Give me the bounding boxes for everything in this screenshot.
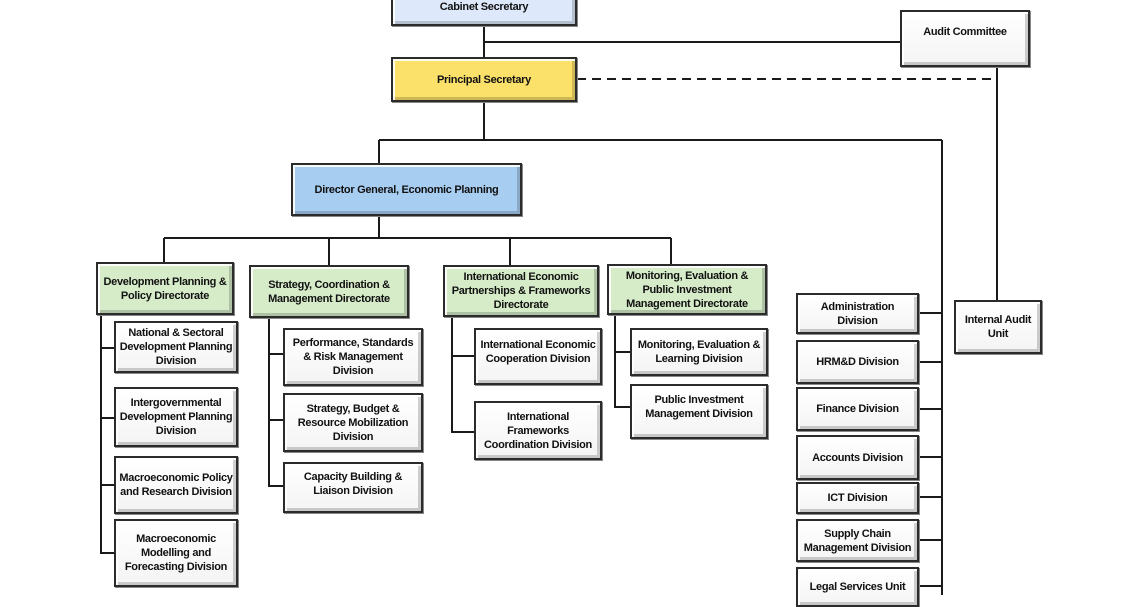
division-label: Strategy, Budget & Resource Mobilization… bbox=[297, 402, 409, 443]
support-unit-box: ICT Division bbox=[796, 482, 919, 514]
directorate-development-planning: Development Planning & Policy Directorat… bbox=[96, 262, 234, 315]
support-unit-box: Supply Chain Management Division bbox=[796, 519, 919, 562]
directorate-monitoring-evaluation: Monitoring, Evaluation & Public Investme… bbox=[607, 264, 767, 315]
directorate-label: Development Planning & Policy Directorat… bbox=[103, 275, 227, 302]
support-unit-box: HRM&D Division bbox=[796, 340, 919, 384]
support-unit-box: Finance Division bbox=[796, 387, 919, 431]
division-box: Macroeconomic Modelling and Forecasting … bbox=[114, 519, 238, 587]
connector-dir4-spine bbox=[614, 314, 631, 408]
division-label: Capacity Building & Liaison Division bbox=[303, 471, 403, 497]
support-unit-box: Accounts Division bbox=[796, 435, 919, 480]
directorate-label: Monitoring, Evaluation & Public Investme… bbox=[625, 269, 749, 310]
audit-committee-box: Audit Committee bbox=[900, 10, 1030, 67]
division-label: Intergovernmental Development Planning D… bbox=[119, 397, 233, 437]
division-label: National & Sectoral Development Planning… bbox=[119, 327, 233, 367]
division-box: National & Sectoral Development Planning… bbox=[114, 321, 238, 373]
directorate-international-partnerships: International Economic Partnerships & Fr… bbox=[443, 265, 599, 317]
division-box: Strategy, Budget & Resource Mobilization… bbox=[283, 393, 423, 452]
division-label: International Economic Cooperation Divis… bbox=[480, 339, 596, 365]
support-unit-label: Legal Services Unit bbox=[809, 581, 906, 593]
division-label: International Frameworks Coordination Di… bbox=[484, 410, 592, 451]
support-unit-label: Administration Division bbox=[820, 300, 895, 327]
division-label: Macroeconomic Policy and Research Divisi… bbox=[119, 472, 233, 498]
support-unit-label: Finance Division bbox=[816, 403, 899, 415]
support-unit-label: ICT Division bbox=[827, 492, 888, 504]
connector-dir2-spine bbox=[268, 318, 284, 487]
division-box: International Economic Cooperation Divis… bbox=[474, 328, 602, 385]
division-box: Capacity Building & Liaison Division bbox=[283, 462, 423, 513]
directorate-label: International Economic Partnerships & Fr… bbox=[451, 271, 591, 311]
director-general-label: Director General, Economic Planning bbox=[314, 183, 499, 196]
division-label: Performance, Standards & Risk Management… bbox=[292, 337, 414, 377]
audit-committee-label: Audit Committee bbox=[923, 26, 1007, 38]
principal-secretary-label: Principal Secretary bbox=[437, 73, 531, 86]
cabinet-secretary-label: Cabinet Secretary bbox=[439, 1, 529, 13]
support-unit-label: HRM&D Division bbox=[816, 356, 899, 368]
support-unit-label: Accounts Division bbox=[812, 451, 903, 464]
division-box: Public Investment Management Division bbox=[630, 384, 768, 439]
directorate-strategy-coordination: Strategy, Coordination & Management Dire… bbox=[249, 265, 409, 318]
support-unit-label: Supply Chain Management Division bbox=[803, 527, 912, 554]
internal-audit-box: Internal Audit Unit bbox=[954, 300, 1042, 354]
connector-dir3-spine bbox=[451, 316, 475, 433]
division-label: Monitoring, Evaluation & Learning Divisi… bbox=[637, 339, 761, 365]
internal-audit-label: Internal Audit Unit bbox=[964, 314, 1032, 340]
director-general-box: Director General, Economic Planning bbox=[291, 163, 522, 216]
directorate-label: Strategy, Coordination & Management Dire… bbox=[268, 278, 390, 305]
division-box: Monitoring, Evaluation & Learning Divisi… bbox=[630, 328, 768, 376]
division-box: Performance, Standards & Risk Management… bbox=[283, 328, 423, 386]
division-label: Public Investment Management Division bbox=[645, 394, 753, 420]
support-unit-box: Legal Services Unit bbox=[796, 567, 919, 607]
connector-dir1-spine bbox=[100, 314, 115, 554]
division-label: Macroeconomic Modelling and Forecasting … bbox=[124, 533, 228, 573]
principal-secretary-box: Principal Secretary bbox=[391, 57, 577, 102]
support-unit-box: Administration Division bbox=[796, 293, 919, 334]
division-box: Macroeconomic Policy and Research Divisi… bbox=[114, 456, 238, 514]
division-box: International Frameworks Coordination Di… bbox=[474, 401, 602, 460]
cabinet-secretary-box: Cabinet Secretary bbox=[391, 0, 577, 26]
division-box: Intergovernmental Development Planning D… bbox=[114, 387, 238, 447]
